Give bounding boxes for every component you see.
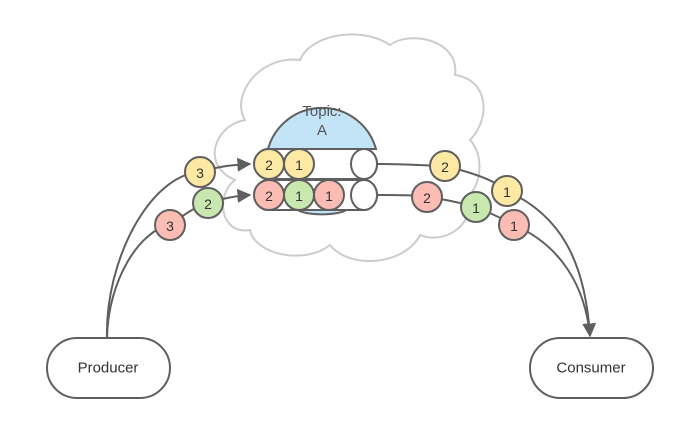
message-circle [192,187,224,219]
message-circle [498,209,530,241]
outgoing-message-1: 2 [429,150,461,182]
message-number: 2 [265,188,273,204]
outgoing-message-3: 2 [411,181,443,213]
message-circle [491,175,523,207]
producer-to-partition-1-arrow [105,157,252,339]
message-circle [154,209,186,241]
outgoing-message-2: 1 [491,175,523,207]
partition-2-message-1: 2 [253,179,285,211]
message-circle [184,156,216,188]
message-circle [429,150,461,182]
partition-2-message-3: 1 [313,179,345,211]
producer-label: Producer [78,360,139,377]
message-number: 3 [196,165,204,181]
message-number: 2 [423,190,431,206]
partition-1-message-2: 1 [283,148,315,180]
producer-node [46,337,171,399]
topic-label-line2: A [317,122,327,139]
message-number: 1 [472,200,480,216]
message-number: 1 [295,188,303,204]
consumer-label: Consumer [556,360,625,377]
message-number: 1 [510,218,518,234]
consumer-node [529,337,654,399]
outgoing-message-4: 1 [460,191,492,223]
incoming-message-2: 2 [192,187,224,219]
topic-label-line1: Topic: [302,103,341,120]
message-number: 2 [204,196,212,212]
incoming-message-3: 3 [154,209,186,241]
message-number: 2 [441,159,449,175]
topic-bottom [297,209,347,216]
message-number: 1 [295,157,303,173]
message-circle [460,191,492,223]
partition-2-message-2: 1 [283,179,315,211]
message-number: 1 [325,188,333,204]
message-number: 2 [265,157,273,173]
outgoing-message-5: 1 [498,209,530,241]
partition-1-message-1: 2 [253,148,285,180]
incoming-message-1: 3 [184,156,216,188]
message-number: 3 [166,218,174,234]
message-number: 1 [503,184,511,200]
message-circle [411,181,443,213]
topic-dome [266,106,378,150]
message-circle [313,179,345,211]
